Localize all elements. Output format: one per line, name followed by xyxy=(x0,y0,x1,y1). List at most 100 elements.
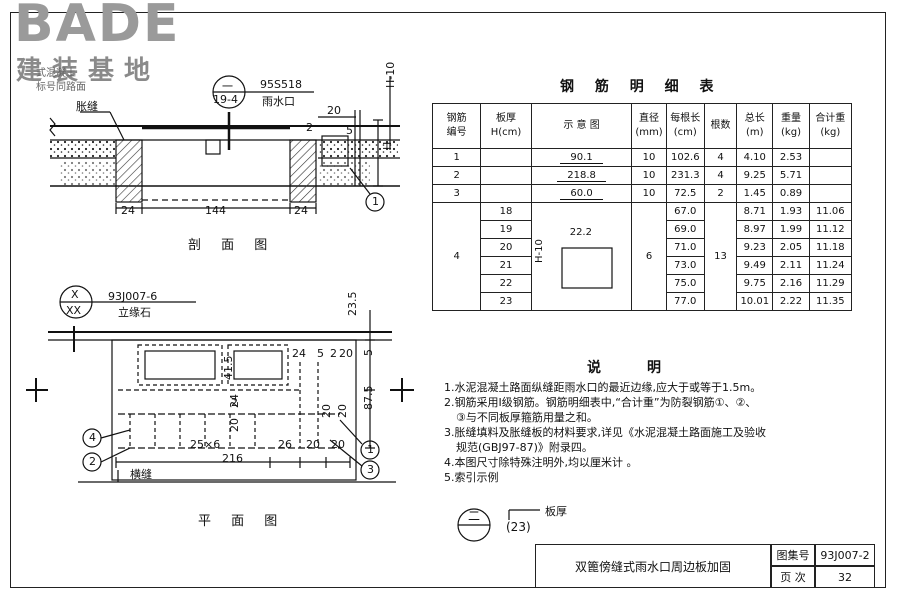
cell-sketch: 218.8 xyxy=(530,166,633,185)
cell-dia: 10 xyxy=(631,184,667,203)
note-5: 5.索引示例 xyxy=(444,471,499,484)
plan-view xyxy=(26,285,414,483)
plan-dim-87-5: 87.5 xyxy=(362,385,375,411)
th-length-each: 每根长 (cm) xyxy=(665,103,705,149)
section-dim-right-wall: 24 xyxy=(294,204,308,217)
th-sketch: 示 意 图 xyxy=(530,103,633,149)
cell-len: 69.0 xyxy=(665,220,705,239)
sketch-value: 90.1 xyxy=(560,152,603,164)
table-row: 22 75.0 9.75 2.16 11.29 xyxy=(433,274,853,293)
cell-thickness: 19 xyxy=(480,220,532,239)
section-ref-circle-top: 一 xyxy=(222,80,233,93)
cell-dia: 10 xyxy=(631,166,667,185)
th-diameter: 直径 (mm) xyxy=(631,103,667,149)
logo-overlay-line-1: 式混凝土 xyxy=(36,68,76,79)
th-no: 钢筋 编号 xyxy=(431,103,482,149)
note-4: 4.本图尺寸除特殊注明外,均以厘米计 。 xyxy=(444,456,638,469)
cell-wt: 1.99 xyxy=(772,220,810,239)
cell-sum xyxy=(808,184,853,203)
plan-dim-20b: 20 xyxy=(320,404,333,418)
cell-len: 71.0 xyxy=(665,238,705,257)
section-ref-circle-bottom: 19-4 xyxy=(213,93,238,106)
cell-sketch: 60.0 xyxy=(530,184,633,203)
cell-wt: 0.89 xyxy=(772,184,810,203)
th-total-length: 总长 (m) xyxy=(736,103,774,149)
plan-dim-2b: 2 xyxy=(231,396,238,409)
note-2: 2.钢筋采用Ⅰ级钢筋。钢筋明细表中,“合计重”为防裂钢筋①、②、 xyxy=(444,396,757,409)
cell-thickness: 23 xyxy=(480,292,532,311)
section-view xyxy=(49,75,400,214)
plan-dim-41-5: 41.5 xyxy=(222,355,235,381)
cell-wt: 2.05 xyxy=(772,238,810,257)
note-1: 1.水泥混凝土路面纵缝距雨水口的最近边缘,应大于或等于1.5m。 xyxy=(444,381,762,394)
sketch-height: H-10 xyxy=(533,239,545,263)
plan-dim-5a: 5 xyxy=(317,347,324,360)
cell-tot: 9.23 xyxy=(736,238,774,257)
plan-dim-5b: 5 xyxy=(362,349,375,356)
th-thickness: 板厚 H(cm) xyxy=(480,103,532,149)
plan-marker-2: 2 xyxy=(89,455,96,468)
plan-dim-216: 216 xyxy=(222,452,243,465)
sketch-value: 60.0 xyxy=(560,188,603,200)
cell-no: 3 xyxy=(431,184,482,203)
plan-dim-24a: 24 xyxy=(292,347,306,360)
cell-len: 67.0 xyxy=(665,202,705,221)
title-block: 双篦傍缝式雨水口周边板加固 图集号 93J007-2 页 次 32 xyxy=(535,544,875,588)
table-row: 2 218.8 10 231.3 4 9.25 5.71 xyxy=(431,166,853,185)
section-dim-h10: H-10 xyxy=(384,61,397,88)
cell-len: 72.5 xyxy=(665,184,705,203)
index-example xyxy=(457,508,540,542)
note-2-cont: ③与不同板厚箍筋用量之和。 xyxy=(456,411,598,424)
section-dim-inner: 144 xyxy=(205,204,226,217)
plan-dim-2a: 2 xyxy=(330,347,337,360)
cell-sum: 11.18 xyxy=(808,238,853,257)
table-row: 19 69.0 8.97 1.99 11.12 xyxy=(433,220,853,239)
plan-dim-23-5: 23.5 xyxy=(346,291,359,317)
section-dim-2: 2 xyxy=(306,121,313,134)
plan-dim-20a: 20 xyxy=(339,347,353,360)
cell-sum: 11.24 xyxy=(808,256,853,275)
table-row: 3 60.0 10 72.5 2 1.45 0.89 xyxy=(431,184,853,203)
cell-cnt: 4 xyxy=(703,166,738,185)
th-count: 根数 xyxy=(703,103,738,149)
cell-thickness: 21 xyxy=(480,256,532,275)
section-rebar-marker: 1 xyxy=(372,195,379,208)
cell-cnt: 13 xyxy=(703,202,738,311)
cell-len: 77.0 xyxy=(665,292,705,311)
cell-cnt: 4 xyxy=(703,148,738,167)
atlas-label: 图集号 xyxy=(771,544,815,566)
cell-wt: 5.71 xyxy=(772,166,810,185)
cell-wt: 2.22 xyxy=(772,292,810,311)
page-label: 页 次 xyxy=(771,566,815,588)
sketch-width: 22.2 xyxy=(569,227,592,238)
plan-marker-4: 4 xyxy=(89,431,96,444)
example-circle-text: 二 xyxy=(468,509,481,523)
cell-len: 75.0 xyxy=(665,274,705,293)
cell-sum: 11.12 xyxy=(808,220,853,239)
plan-cross-joint-label: 横缝 xyxy=(130,468,152,481)
cell-thickness xyxy=(480,184,532,203)
notes-title: 说明 xyxy=(587,360,707,376)
cell-wt: 2.16 xyxy=(772,274,810,293)
cell-tot: 1.45 xyxy=(736,184,774,203)
cell-sum xyxy=(808,148,853,167)
cell-len: 73.0 xyxy=(665,256,705,275)
cell-thickness: 18 xyxy=(480,202,532,221)
section-dim-left-wall: 24 xyxy=(121,204,135,217)
cell-tot: 8.71 xyxy=(736,202,774,221)
cell-len: 102.6 xyxy=(665,148,705,167)
note-3-cont: 规范(GBJ97-87)》附录四。 xyxy=(456,441,593,454)
rebar-table: 钢筋 编号 板厚 H(cm) 示 意 图 直径 (mm) 每根长 (cm) 根数… xyxy=(431,103,853,311)
cell-thickness xyxy=(480,166,532,185)
cell-tot: 9.49 xyxy=(736,256,774,275)
drawing-frame xyxy=(10,12,886,588)
cell-wt: 1.93 xyxy=(772,202,810,221)
plan-marker-3: 3 xyxy=(367,463,374,476)
table-row: 20 71.0 9.23 2.05 11.18 xyxy=(433,238,853,257)
section-joint-label: 胀缝 xyxy=(76,100,98,113)
plan-dim-25x6: 25×6 xyxy=(190,438,221,451)
section-ref-desc: 雨水口 xyxy=(262,95,295,108)
cell-dia: 6 xyxy=(631,202,667,311)
example-label: 板厚 xyxy=(545,505,567,518)
